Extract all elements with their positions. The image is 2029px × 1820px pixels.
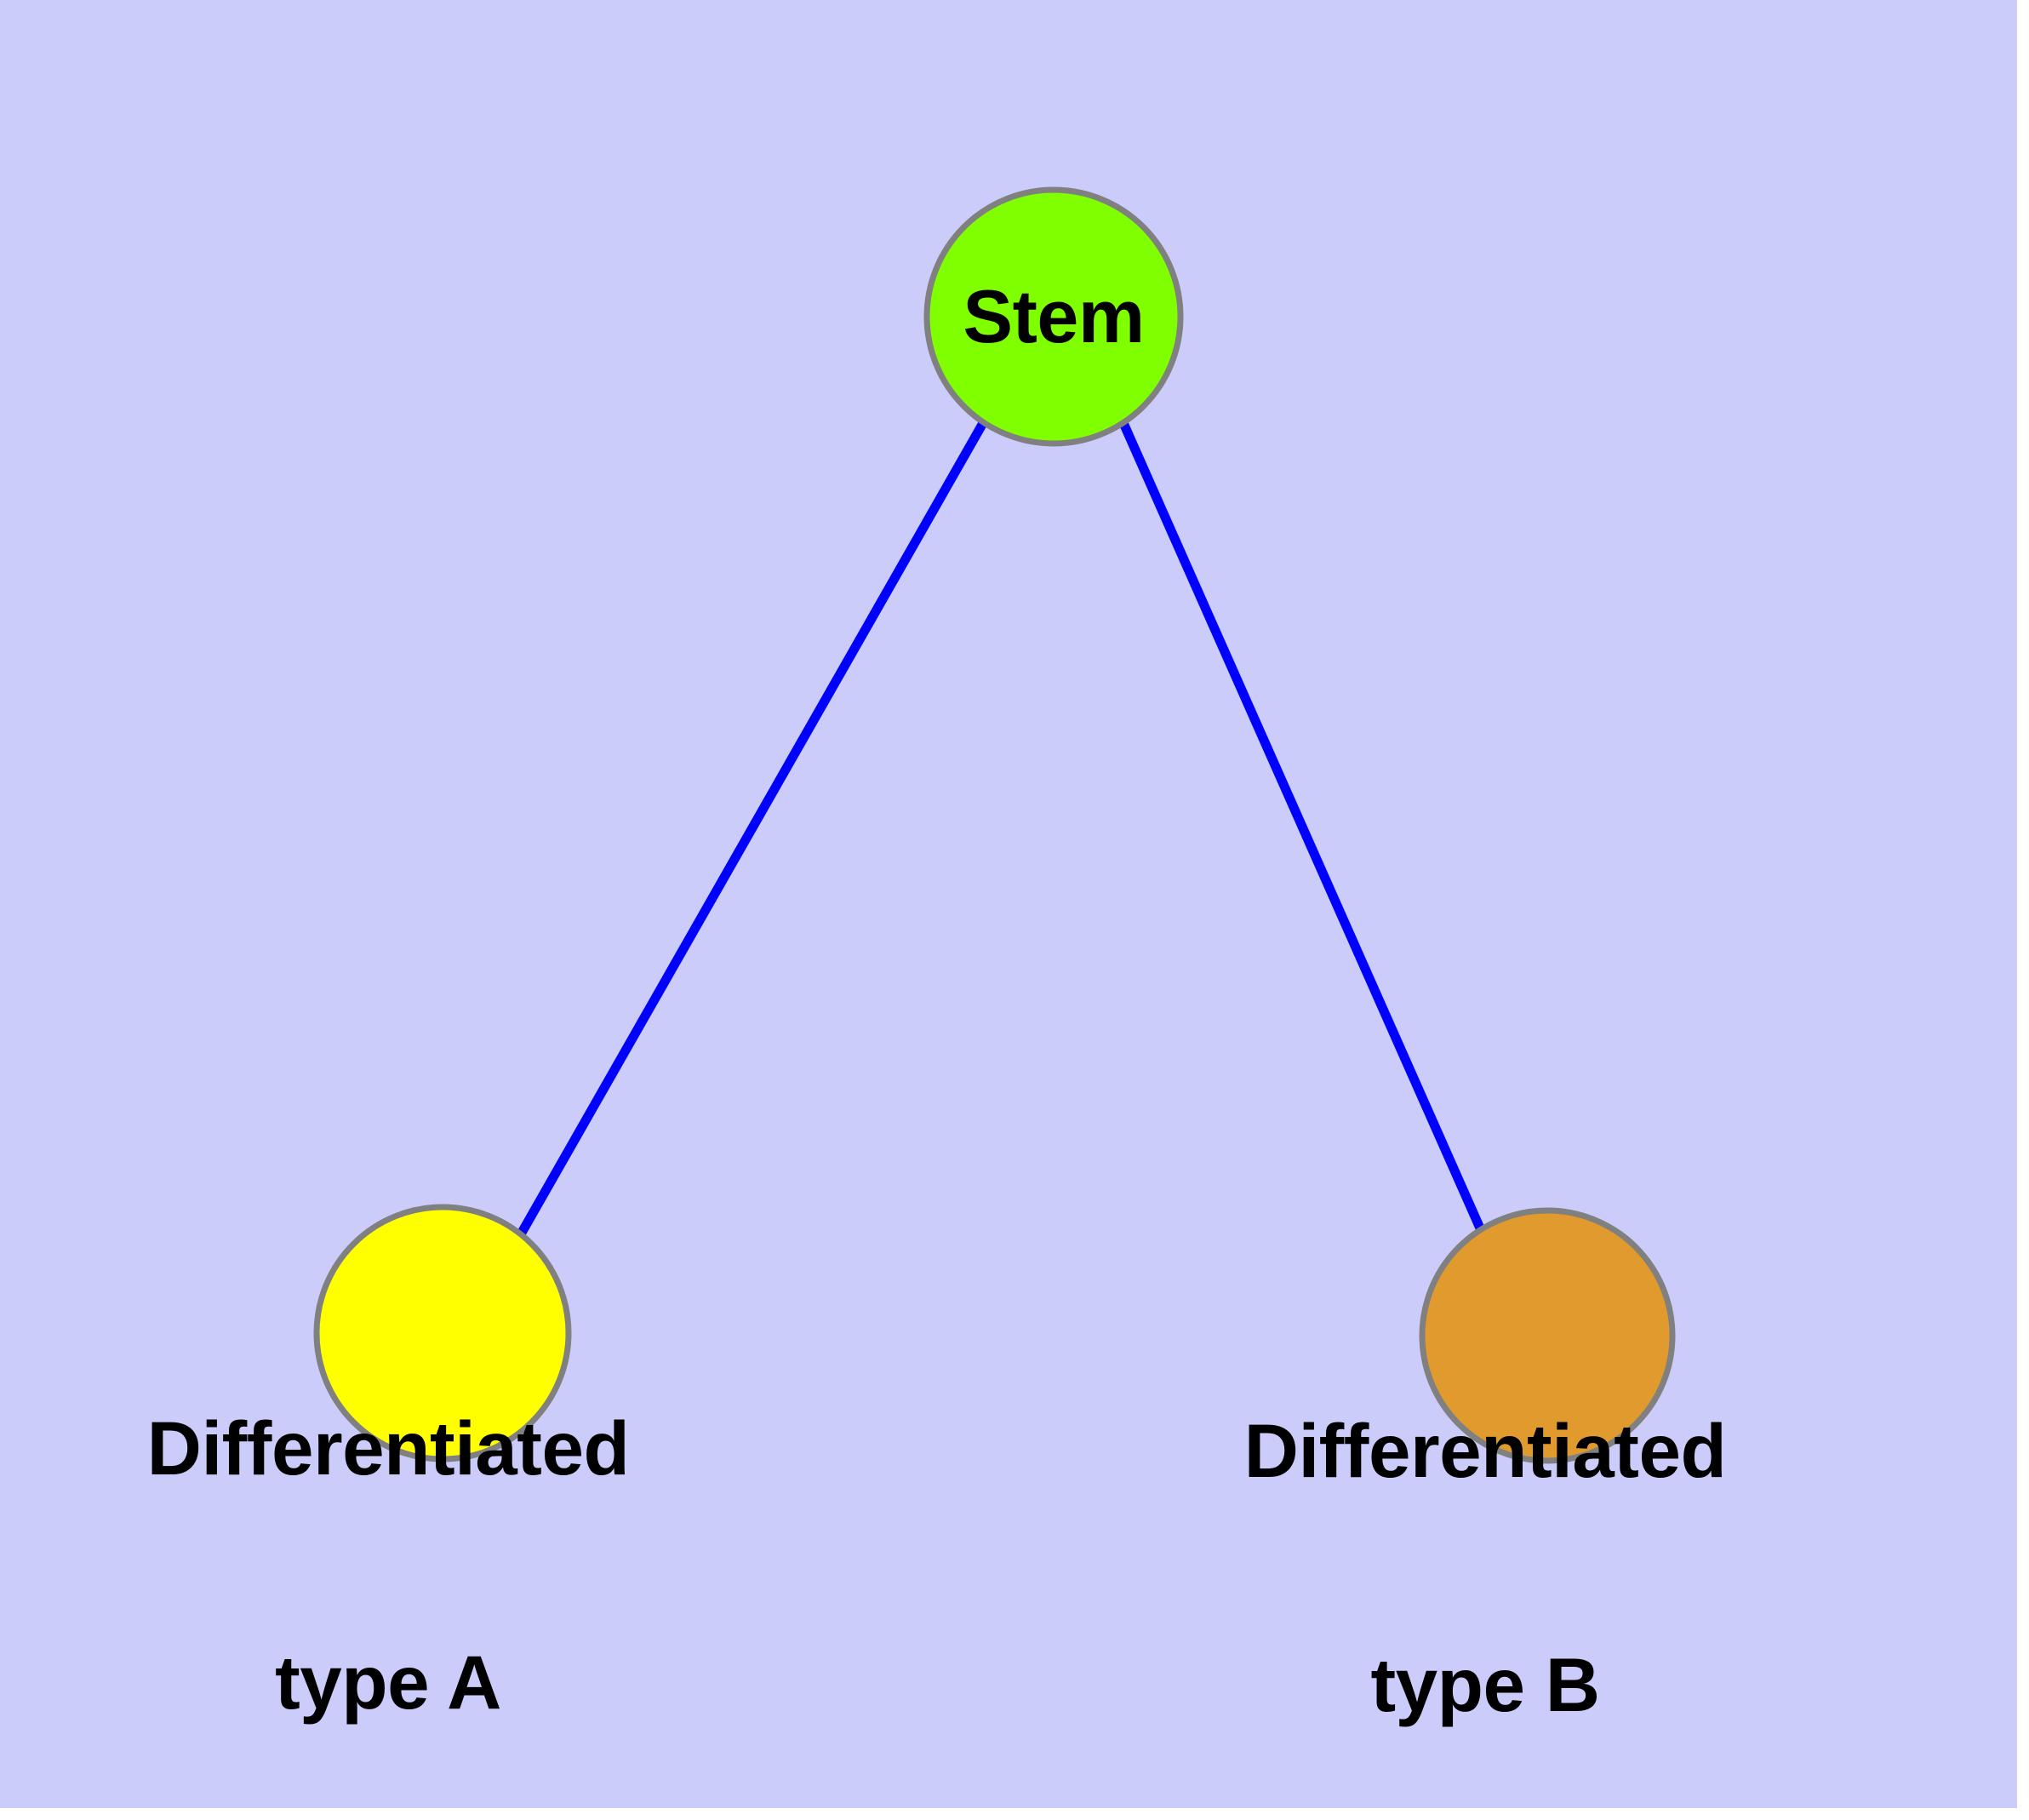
edge-stem-to-differentiated-type-a: [517, 421, 987, 1235]
edge-group: [517, 421, 1486, 1235]
node-group: [313, 186, 1676, 1464]
node-differentiated-type-a[interactable]: [313, 1204, 572, 1462]
edge-stem-to-differentiated-type-b: [1118, 421, 1486, 1233]
node-differentiated-type-b[interactable]: [1419, 1207, 1676, 1464]
node-stem[interactable]: [923, 186, 1184, 447]
